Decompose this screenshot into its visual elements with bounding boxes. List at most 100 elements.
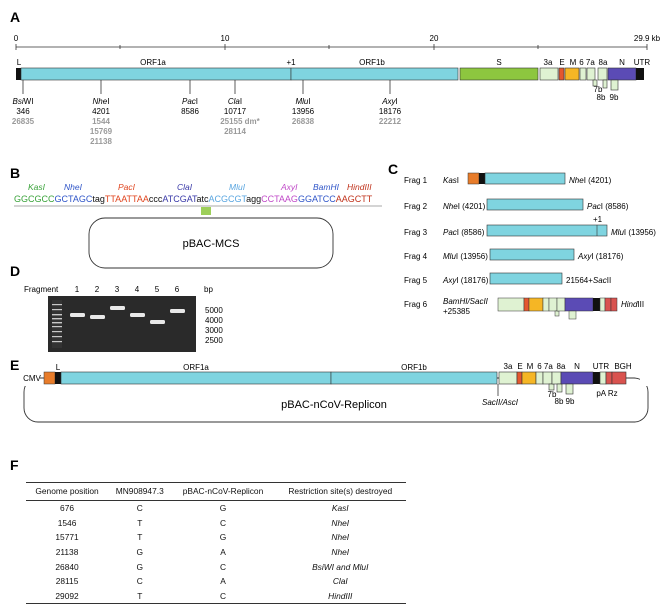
label-67a: 6 7a xyxy=(579,58,595,67)
bgh-block xyxy=(610,297,618,312)
table-row: 1546 T C NheI xyxy=(26,516,406,531)
marker-label-4000: 4000 xyxy=(205,316,223,325)
cell-site: ClaI xyxy=(332,576,348,587)
cell-replicon: A xyxy=(220,547,226,558)
panel-label-b: B xyxy=(10,165,20,181)
gel-band-6 xyxy=(170,309,185,313)
cell-replicon: G xyxy=(219,503,227,514)
table-header: MN908947.3 xyxy=(108,482,172,501)
cell-reference: T xyxy=(137,532,143,543)
label-e: E xyxy=(517,362,522,371)
fragment-right-site: 21564+SacII xyxy=(566,276,611,285)
mcs-seq-segment: ccc xyxy=(149,194,163,204)
site-enzyme: MluI xyxy=(295,97,310,106)
label-orf1b: ORF1b xyxy=(401,363,427,372)
cell-replicon: C xyxy=(219,561,227,572)
gene-6-box xyxy=(535,371,544,385)
cell-site: KasI xyxy=(331,503,349,514)
marker-label-3000: 3000 xyxy=(205,326,223,335)
scale-tick-20: 20 xyxy=(430,34,439,43)
gene-n-box xyxy=(564,297,594,312)
mcs-seq-segment: ACGCGT xyxy=(209,194,248,204)
cell-position: 15771 xyxy=(55,532,79,543)
s-box xyxy=(497,297,525,312)
cell-position: 21138 xyxy=(55,547,79,558)
site-enzyme: PacI xyxy=(182,97,198,106)
panel-label-d: D xyxy=(10,263,20,279)
gel-band-2 xyxy=(90,315,105,319)
fragment-right-site: MluI (13956) xyxy=(611,228,656,237)
table-row: 676 C G KasI xyxy=(26,501,406,516)
cell-replicon: G xyxy=(219,532,227,543)
site-bsiwi: BsiWI 346 26835 xyxy=(12,80,35,126)
label-orf1b: ORF1b xyxy=(359,58,385,67)
fragment-label: Frag 2 xyxy=(404,202,428,211)
genome-map: L ORF1a +1 ORF1b S 3a E M 6 7a 8a N UTR … xyxy=(16,58,650,102)
scale-end-label: 29.9 kb xyxy=(634,34,661,43)
mcs-seq-segment: AAGCTT xyxy=(336,194,373,204)
utr-block xyxy=(593,372,600,384)
label-7b: 7b xyxy=(594,85,603,94)
site-clai: ClaI 10717 25155 dm* 28114 xyxy=(220,80,261,136)
label-utr: UTR xyxy=(634,58,651,67)
gene-8a-box xyxy=(551,371,562,385)
mcs-seq-segment: ATCGAT xyxy=(162,194,198,204)
table-row: 21138 G A NheI xyxy=(26,545,406,560)
fragment-frameshift-note: +1 xyxy=(593,215,603,224)
gel-fragment-label: Fragment xyxy=(24,285,59,294)
gel-lane-label-1: 1 xyxy=(75,285,80,294)
table-row: 28115 C A ClaI xyxy=(26,574,406,589)
leader-block xyxy=(479,173,485,184)
gene-9b-box xyxy=(568,310,577,320)
orf1b-box xyxy=(330,371,498,385)
mcs-insert-marker xyxy=(201,207,211,215)
cell-replicon: A xyxy=(220,576,226,587)
cell-position: 676 xyxy=(60,503,75,514)
orf1b-box xyxy=(290,67,459,81)
fragment-right-site: HindIII xyxy=(621,300,644,309)
gene-7b-box xyxy=(554,310,560,317)
label-m: M xyxy=(527,362,534,371)
site-enzyme: BsiWI xyxy=(13,97,34,106)
site-enzyme: NheI xyxy=(93,97,110,106)
mcs-seq-segment: atc xyxy=(197,194,210,204)
pbac-mcs-plasmid xyxy=(88,217,334,269)
cell-position: 26840 xyxy=(55,561,79,572)
label-bgh: BGH xyxy=(614,362,632,371)
label-utr: UTR xyxy=(593,362,610,371)
label-8a: 8a xyxy=(557,362,566,371)
pbac-ncov-replicon-label: pBAC-nCoV-Replicon xyxy=(281,399,387,411)
leader-block xyxy=(16,68,21,80)
cell-reference: G xyxy=(136,547,144,558)
gel-unit-label: bp xyxy=(204,285,213,294)
site-position: 4201 xyxy=(92,107,110,116)
fragment-bar xyxy=(489,248,575,261)
enzyme-mlui: MluI xyxy=(229,182,246,192)
cell-reference: C xyxy=(136,576,143,587)
rz-block xyxy=(605,371,613,385)
site-paci: PacI 8586 xyxy=(181,80,199,116)
fragment-right-site: NheI (4201) xyxy=(569,176,612,185)
cell-reference: G xyxy=(136,561,144,572)
utr-block xyxy=(636,68,644,80)
gene-9b-box xyxy=(565,383,574,395)
site-nhei: NheI 4201 1544 15769 21138 xyxy=(90,80,113,146)
site-position: 18176 xyxy=(379,107,402,116)
figure: A 0 10 20 29.9 kb L ORF1a +1 ORF1b S xyxy=(10,9,661,473)
fragment-bar xyxy=(486,198,584,211)
panel-label-c: C xyxy=(388,161,398,177)
site-grey-position: 15769 xyxy=(90,127,113,136)
gene-7b-box xyxy=(592,79,598,87)
fragment-bar xyxy=(484,172,566,185)
pa-block xyxy=(599,297,606,312)
label-sacii-asci: SacII/AscI xyxy=(482,398,519,407)
marker-label-5000: 5000 xyxy=(205,306,223,315)
label-3a: 3a xyxy=(544,58,553,67)
mcs-seq-segment: TTAATTAA xyxy=(105,194,149,204)
label-orf1a: ORF1a xyxy=(183,363,209,372)
gene-3a-box xyxy=(539,67,559,81)
enzyme-nhei: NheI xyxy=(64,182,83,192)
marker-label-2500: 2500 xyxy=(205,336,223,345)
fragment-left-site: KasI xyxy=(443,176,459,185)
enzyme-paci: PacI xyxy=(118,182,136,192)
